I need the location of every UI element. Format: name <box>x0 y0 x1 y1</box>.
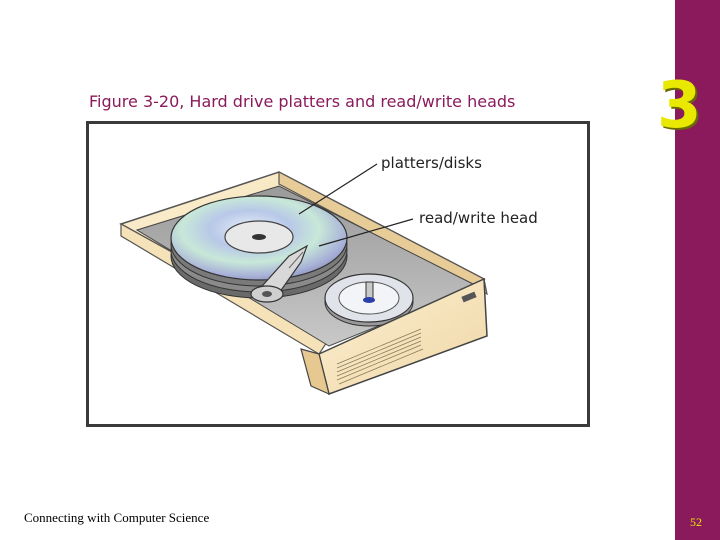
leader-line-head <box>318 218 414 247</box>
chapter-number: 3 <box>657 69 702 143</box>
drawer-handle <box>461 291 477 303</box>
read-write-head-arm <box>250 244 309 303</box>
hard-drive-illustration: platters/disks read/write head <box>119 154 538 396</box>
figure-frame: platters/disks read/write head <box>86 121 590 427</box>
label-read-write-head: read/write head <box>419 209 538 227</box>
page-number: 52 <box>690 515 702 529</box>
spindle-motor <box>324 273 414 327</box>
sidebar-band <box>675 0 720 540</box>
footer-course-title: Connecting with Computer Science <box>24 510 210 525</box>
drawer-right-rim <box>278 171 488 296</box>
figure-caption: Figure 3-20, Hard drive platters and rea… <box>89 92 516 111</box>
platter-stack <box>170 195 348 299</box>
drawer-front-vents <box>336 328 424 385</box>
leader-line-platters <box>298 163 378 215</box>
label-platters: platters/disks <box>381 154 482 172</box>
drawer-front-edge <box>300 348 330 396</box>
